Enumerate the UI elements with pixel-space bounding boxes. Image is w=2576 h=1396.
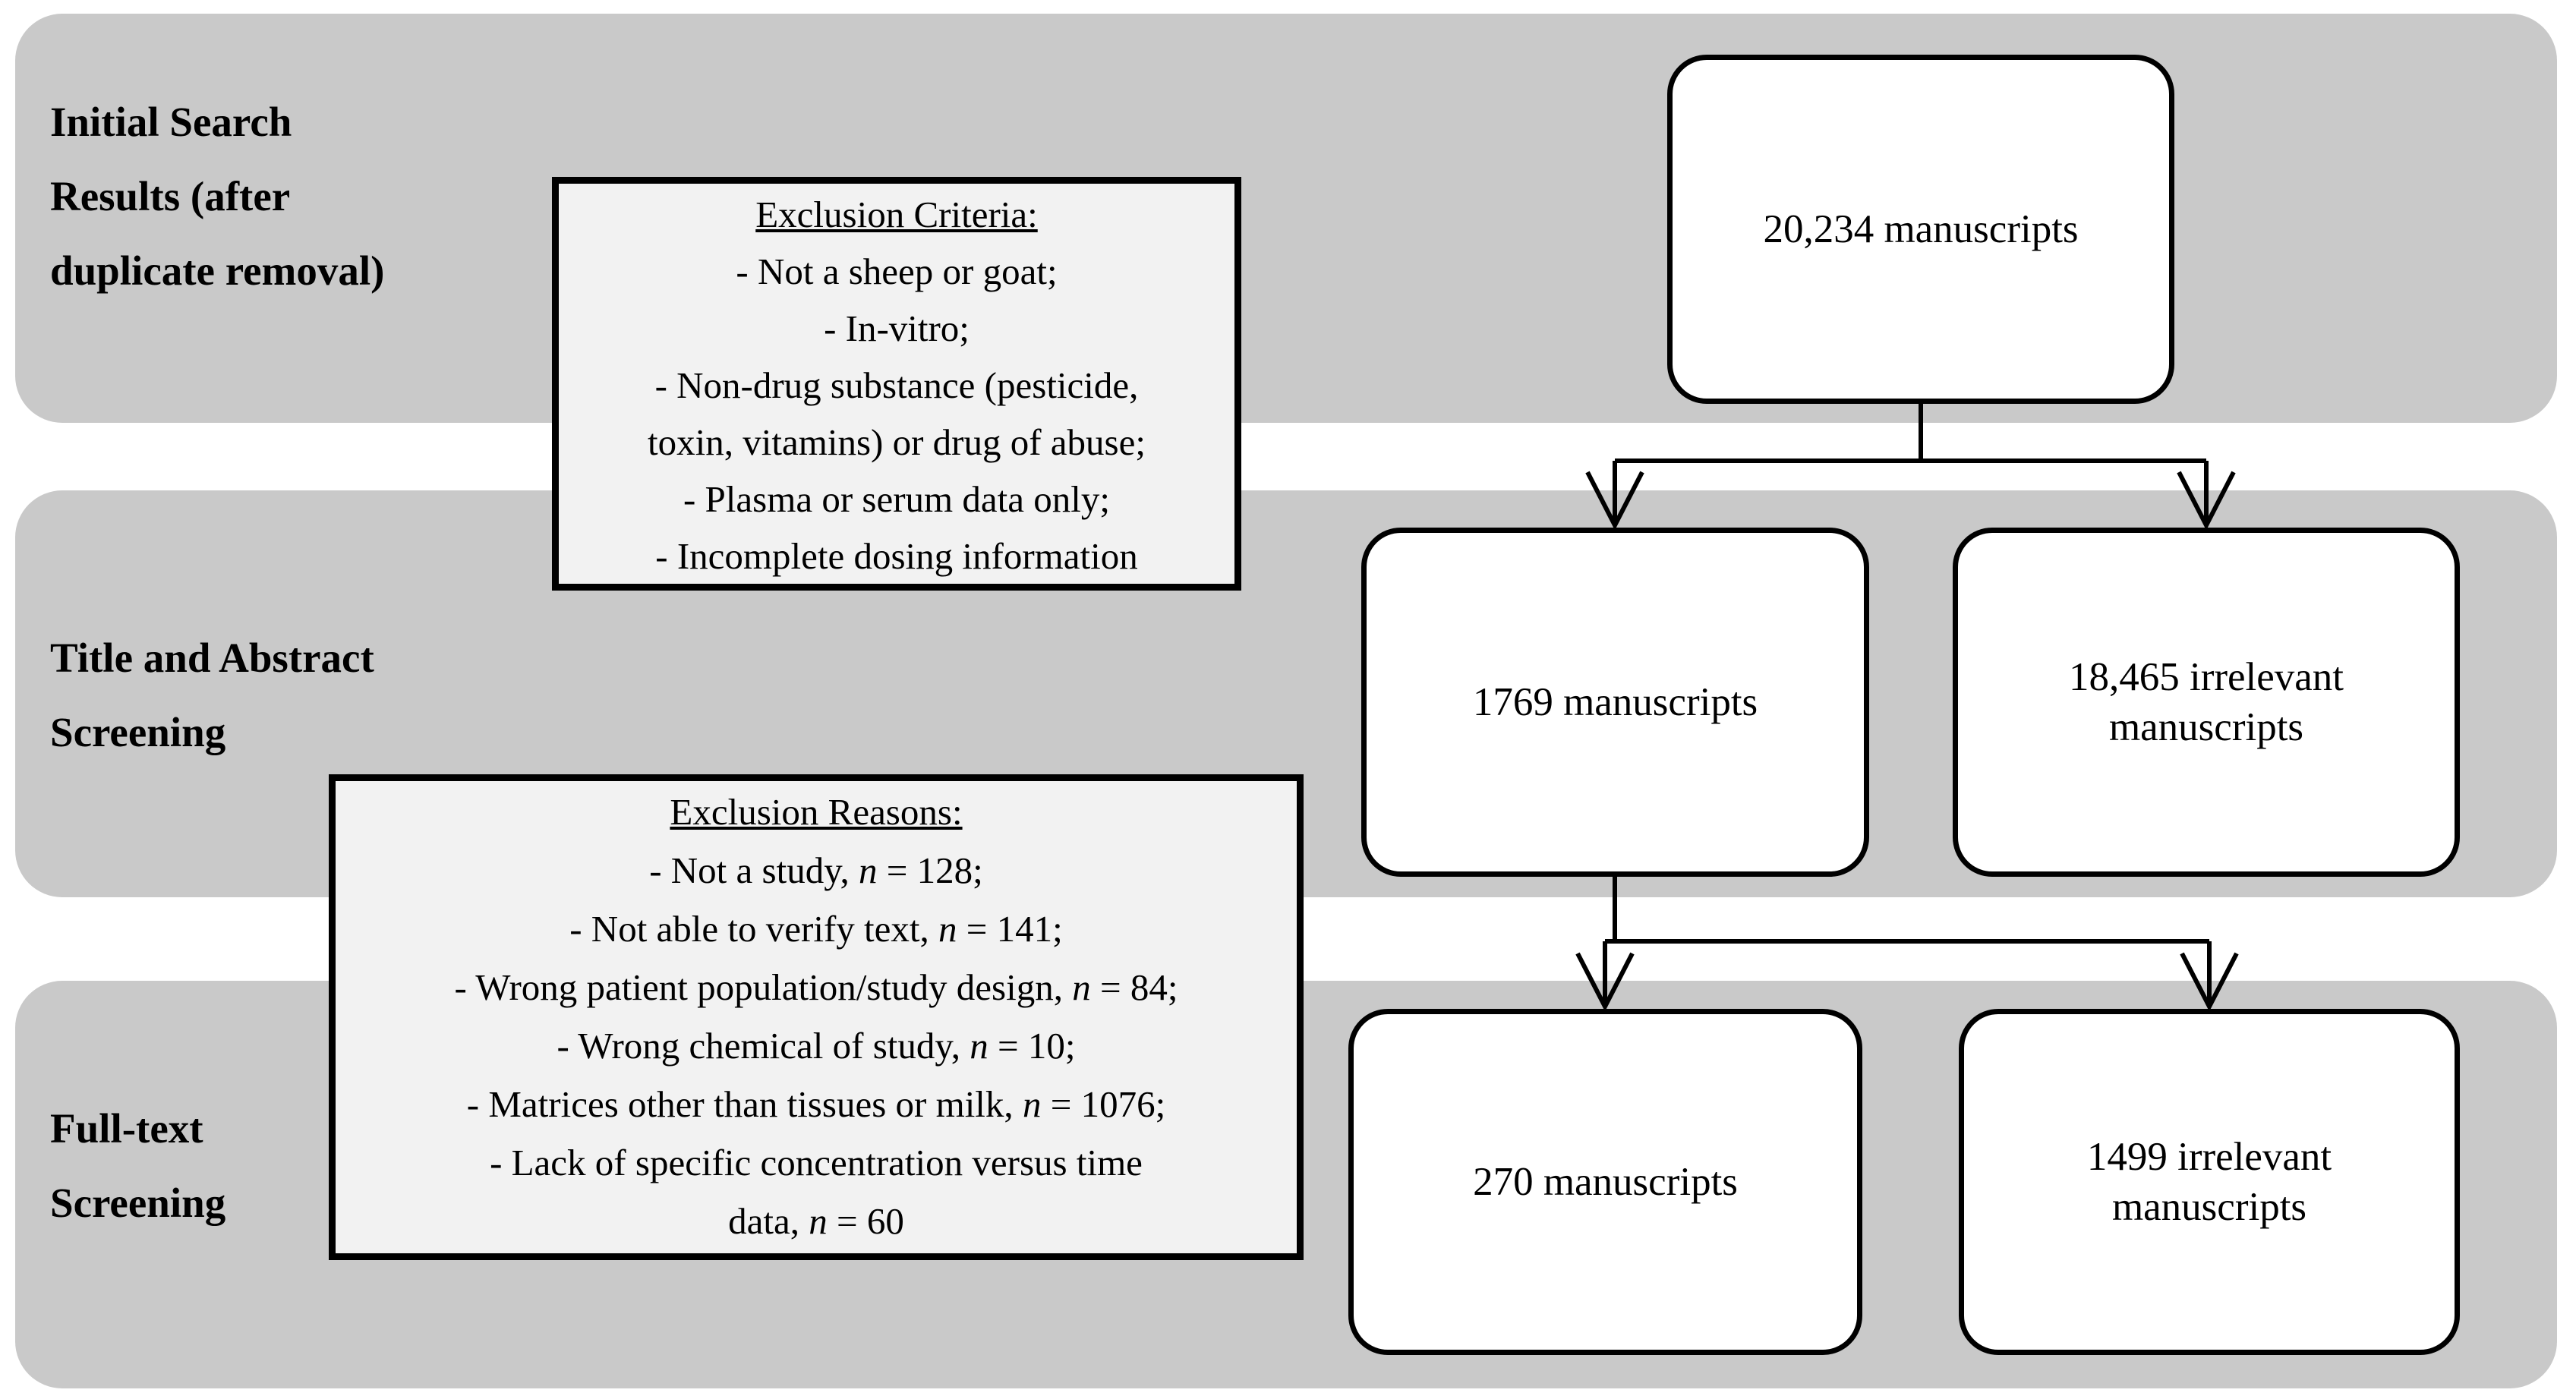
stage-label-title-abstract: Title and Abstract Screening — [50, 621, 374, 770]
stage-label-line: Screening — [50, 709, 226, 755]
node-fulltext-excluded: 1499 irrelevant manuscripts — [1959, 1009, 2460, 1355]
stage-band-initial-search — [15, 14, 2557, 423]
node-label: 270 manuscripts — [1473, 1160, 1738, 1204]
stage-label-line: Initial Search — [50, 99, 292, 145]
stage-label-line: Screening — [50, 1180, 226, 1226]
stage-label-line: Full-text — [50, 1105, 203, 1152]
node-label: 1769 manuscripts — [1472, 680, 1758, 724]
exclusion-reasons-box: Exclusion Reasons: - Not a study, n = 12… — [329, 774, 1304, 1260]
node-initial-results: 20,234 manuscripts — [1667, 55, 2174, 404]
stage-label-initial-search: Initial Search Results (after duplicate … — [50, 85, 384, 308]
exclusion-criteria-list: - Not a sheep or goat; - In-vitro; - Non-d… — [559, 243, 1234, 585]
node-title-abstract-excluded: 18,465 irrelevant manuscripts — [1953, 528, 2460, 877]
node-fulltext-included: 270 manuscripts — [1348, 1009, 1862, 1355]
stage-label-line: Title and Abstract — [50, 635, 374, 681]
stage-label-line: Results (after — [50, 173, 291, 219]
note-item: - Not a study, n = 128; — [649, 849, 983, 891]
note-item: - Wrong chemical of study, n = 10; — [557, 1025, 1076, 1067]
stage-label-line: duplicate removal) — [50, 247, 385, 294]
node-label: 20,234 manuscripts — [1763, 207, 2079, 251]
note-item: - Matrices other than tissues or milk, n… — [466, 1083, 1166, 1125]
node-label: 18,465 irrelevant manuscripts — [2068, 655, 2344, 749]
note-item: - Non-drug substance (pesticide, toxin, … — [648, 364, 1146, 463]
note-item: - Lack of specific concentration versus … — [490, 1142, 1143, 1242]
note-item: - In-vitro; — [824, 307, 970, 349]
note-item: - Incomplete dosing information — [655, 535, 1138, 577]
exclusion-reasons-title: Exclusion Reasons: — [670, 791, 963, 833]
node-title-abstract-included: 1769 manuscripts — [1361, 528, 1869, 877]
stage-label-fulltext: Full-text Screening — [50, 1092, 225, 1240]
note-item: - Plasma or serum data only; — [683, 478, 1111, 520]
node-label: 1499 irrelevant manuscripts — [2086, 1135, 2332, 1229]
note-item: - Not a sheep or goat; — [736, 251, 1058, 292]
exclusion-criteria-box: Exclusion Criteria: - Not a sheep or goa… — [552, 177, 1241, 591]
note-item: - Not able to verify text, n = 141; — [569, 908, 1063, 950]
note-item: - Wrong patient population/study design,… — [454, 966, 1178, 1008]
exclusion-criteria-title: Exclusion Criteria: — [755, 194, 1038, 235]
exclusion-reasons-list: - Not a study, n = 128; - Not able to ver… — [336, 841, 1297, 1250]
